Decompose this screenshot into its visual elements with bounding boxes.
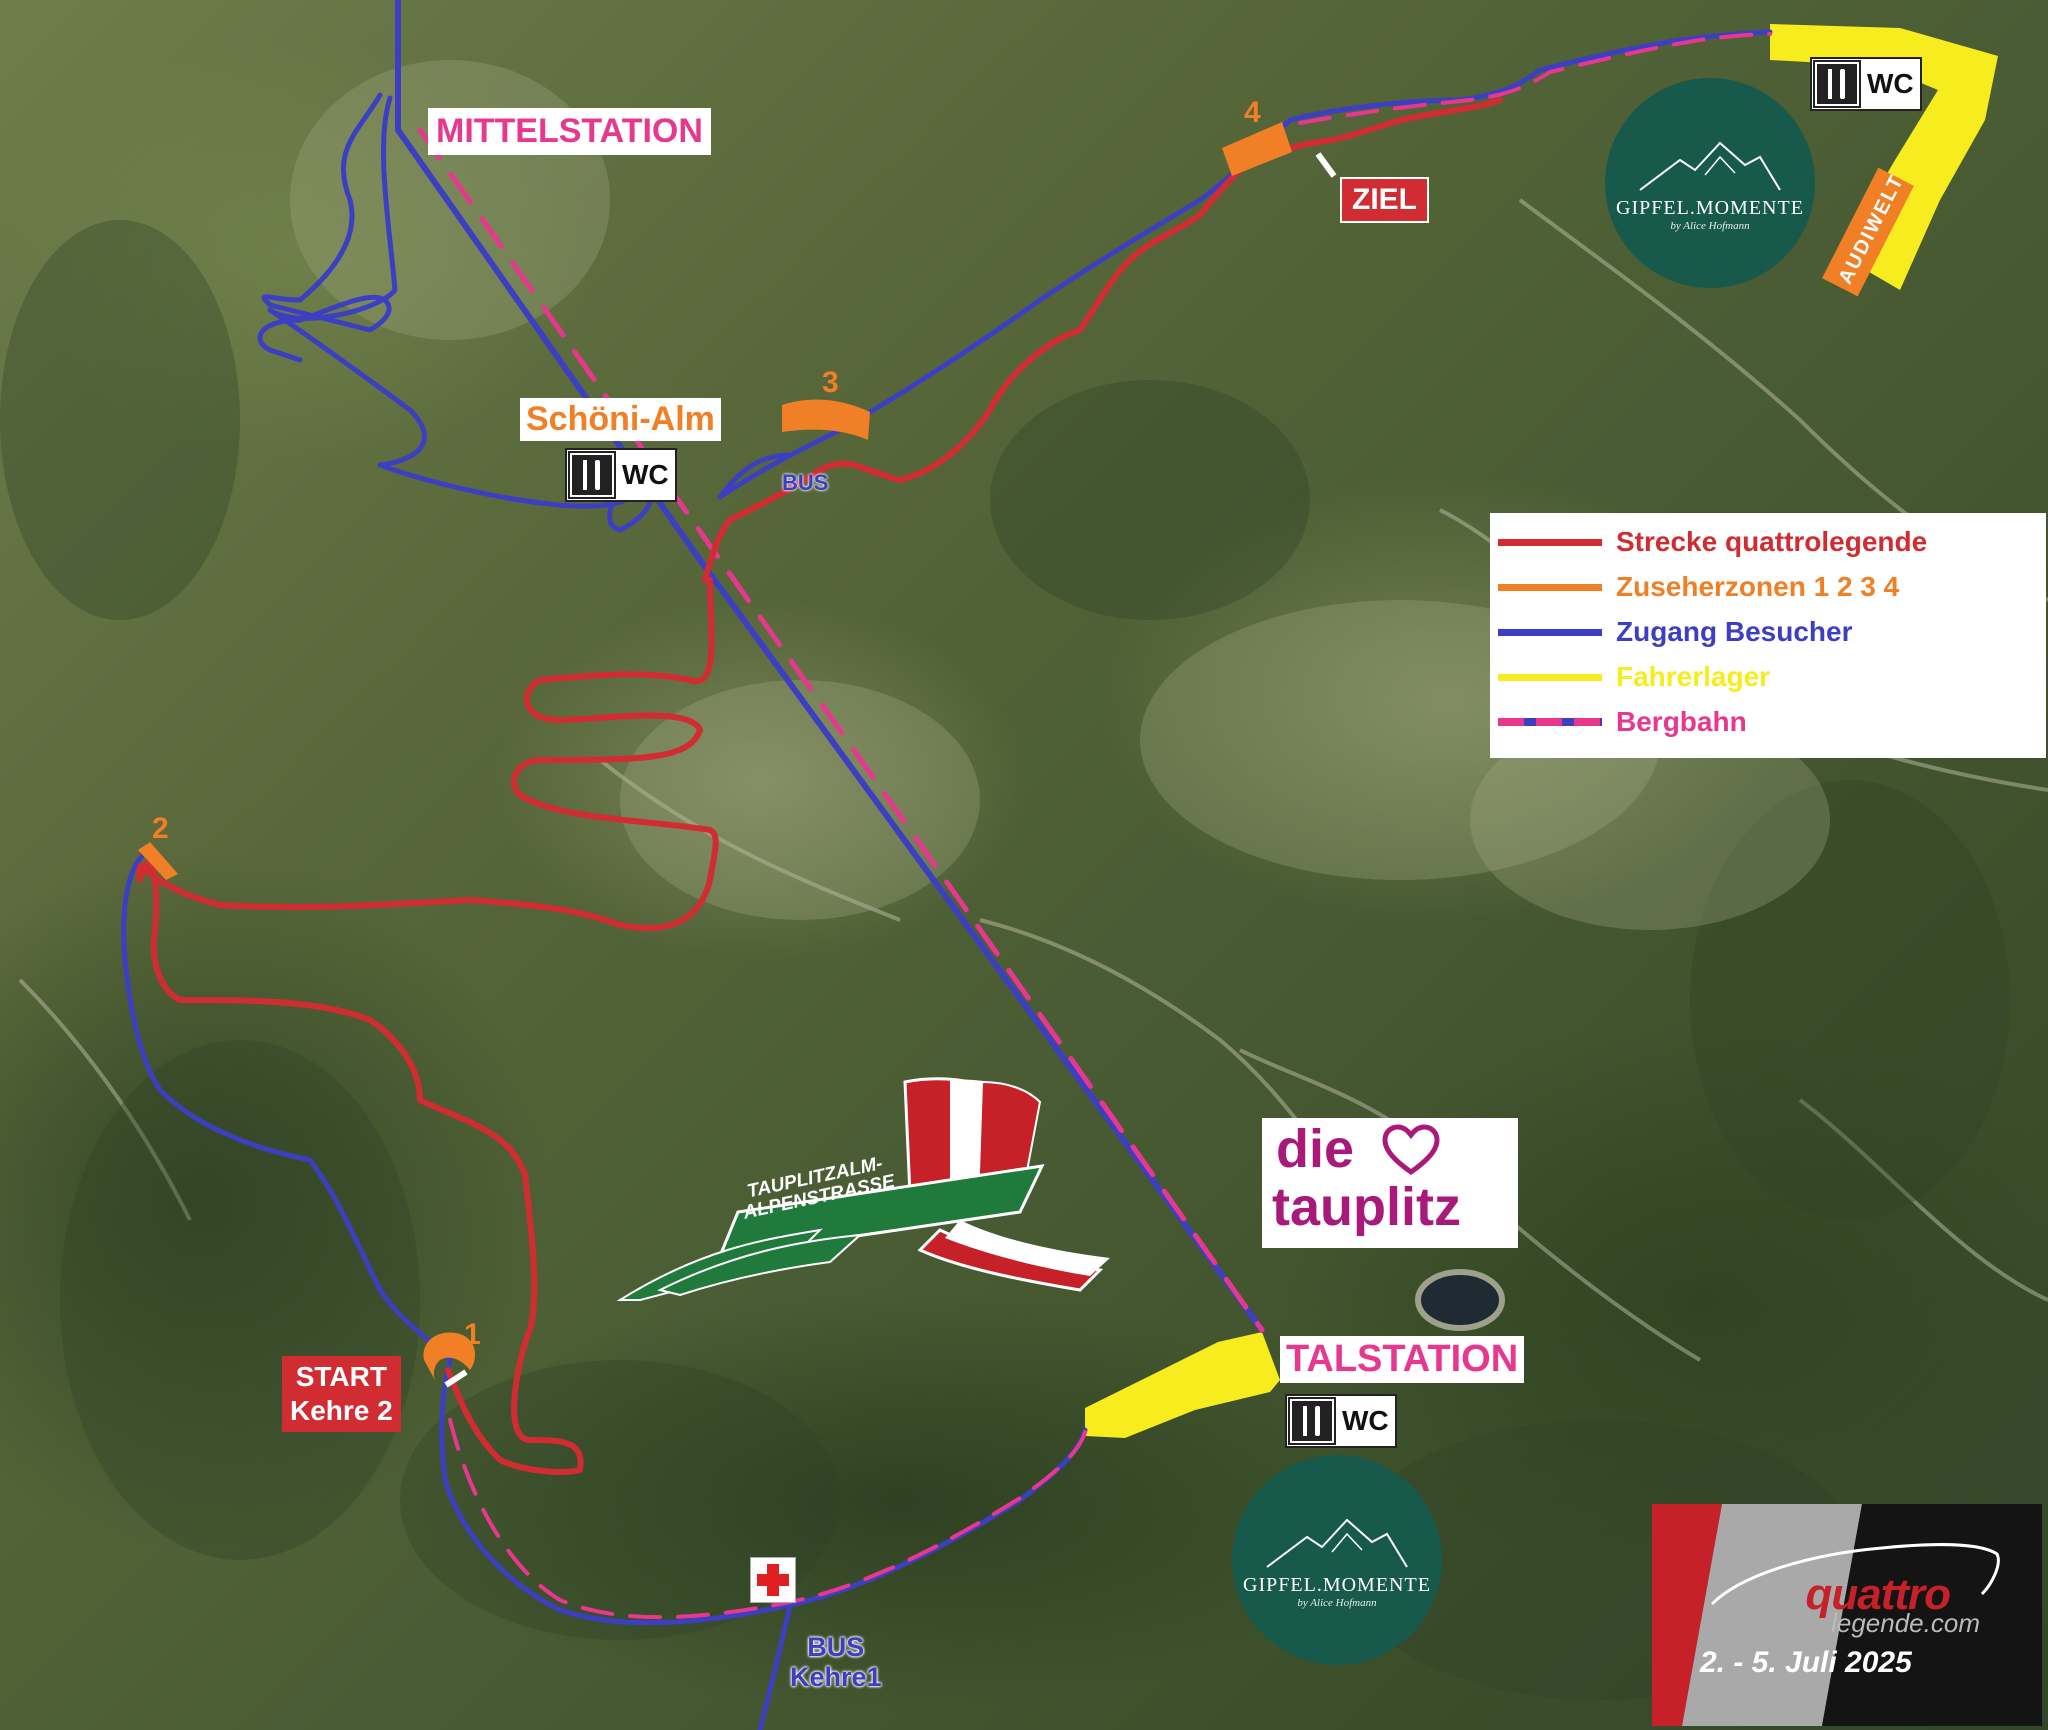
spectator-zone-4 xyxy=(1222,122,1292,176)
paddock-area-top xyxy=(1770,24,1998,290)
legend-text-spectator: Zuseherzonen 1 2 3 4 xyxy=(1616,571,1900,602)
legend-row-spectator: Zuseherzonen 1 2 3 4 xyxy=(1490,568,1899,606)
start-label-line2: Kehre 2 xyxy=(290,1395,393,1426)
race-route xyxy=(136,577,719,1475)
cablecar-dash-upper xyxy=(1298,32,1772,125)
access-path-west xyxy=(257,92,392,363)
wc-label: WC xyxy=(622,459,669,490)
audiwelt-banner xyxy=(1822,167,1914,297)
zone-number-1: 1 xyxy=(464,1318,481,1351)
legend-row-access: Zugang Besucher xyxy=(1490,613,1852,651)
wc-box-schoeni: WC xyxy=(565,448,677,502)
legend-swatch-paddock xyxy=(1498,673,1602,681)
schoeni-alm-label: Schöni-Alm xyxy=(520,398,721,441)
quattro-brand: quattro xyxy=(1805,1570,1951,1619)
wc-label: WC xyxy=(1867,68,1914,99)
access-path-west-slope xyxy=(121,847,453,1363)
red-cross-icon xyxy=(750,1557,796,1603)
access-path-bus-bottom xyxy=(757,1602,793,1730)
map-legend: Strecke quattrolegende Zuseherzonen 1 2 … xyxy=(1490,513,2046,758)
event-date: 2. - 5. Juli 2025 xyxy=(1700,1646,1912,1679)
cutlery-icon xyxy=(1815,62,1859,106)
access-path-bus-top xyxy=(717,452,793,500)
alpenstrasse-logo xyxy=(616,1077,1110,1301)
quattro-legende-badge: quattro legende.com 2. - 5. Juli 2025 xyxy=(1652,1504,2042,1726)
die-tauplitz-line2: tauplitz xyxy=(1272,1177,1461,1237)
cablecar-dash-lower xyxy=(448,1418,1087,1620)
gipfel-sub: by Alice Hofmann xyxy=(1297,1596,1377,1609)
gipfel-momente-logo-top: GIPFEL.MOMENTE by Alice Hofmann xyxy=(1605,78,1815,288)
start-marker xyxy=(444,1369,468,1388)
cablecar-dash xyxy=(417,127,1265,1333)
start-label-line1: START xyxy=(295,1361,387,1392)
cablecar-line xyxy=(395,0,1265,1333)
gipfel-name: GIPFEL.MOMENTE xyxy=(1616,196,1804,219)
die-tauplitz-logo: die tauplitz xyxy=(1262,1118,1518,1248)
wc-label: WC xyxy=(1342,1405,1389,1436)
bus-label-bottom-line2: Kehre1 xyxy=(790,1662,882,1692)
legend-row-cablecar: Bergbahn xyxy=(1490,703,1747,741)
legend-swatch-route xyxy=(1498,538,1602,546)
paddock-area-bottom xyxy=(1085,1332,1280,1438)
lake xyxy=(1415,1269,1505,1331)
legend-text-access: Zugang Besucher xyxy=(1616,616,1853,647)
ziel-label: ZIEL xyxy=(1340,177,1429,223)
legend-swatch-access xyxy=(1498,628,1602,636)
race-route-upper xyxy=(702,139,1323,583)
spectator-zone-3 xyxy=(782,399,870,440)
zone-number-3: 3 xyxy=(822,366,839,399)
legend-row-paddock: Fahrerlager xyxy=(1490,658,1770,696)
zone-number-4: 4 xyxy=(1244,96,1261,129)
talstation-label: TALSTATION xyxy=(1280,1336,1525,1383)
zone-number-2: 2 xyxy=(152,812,169,845)
mittelstation-label: MITTELSTATION xyxy=(428,108,711,155)
legend-text-paddock: Fahrerlager xyxy=(1616,661,1771,692)
bus-label-top: BUS xyxy=(782,470,829,495)
gipfel-sub: by Alice Hofmann xyxy=(1670,219,1750,232)
finish-marker xyxy=(1315,152,1337,178)
die-tauplitz-line1: die xyxy=(1276,1119,1355,1179)
legend-text-cablecar: Bergbahn xyxy=(1616,706,1747,737)
bus-label-bottom-line1: BUS xyxy=(807,1632,865,1662)
wc-box-talstation: WC xyxy=(1285,1394,1397,1448)
cutlery-icon xyxy=(1290,1399,1334,1443)
legend-swatch-cablecar xyxy=(1498,718,1602,726)
cutlery-icon xyxy=(570,453,614,497)
badge-stripes xyxy=(1652,1504,2042,1726)
quattro-sub: legende.com xyxy=(1831,1608,1980,1638)
wc-box-top: WC xyxy=(1810,57,1922,111)
start-label: START Kehre 2 xyxy=(282,1356,401,1432)
mountain-icon xyxy=(1639,141,1781,191)
spectator-zone-2 xyxy=(138,842,178,880)
legend-text-route: Strecke quattrolegende xyxy=(1616,526,1928,557)
legend-swatch-spectator xyxy=(1498,583,1602,591)
bus-label-bottom: BUS Kehre1 xyxy=(790,1632,882,1692)
spectator-zone-1 xyxy=(423,1332,476,1382)
gipfel-momente-logo-bottom: GIPFEL.MOMENTE by Alice Hofmann xyxy=(1232,1455,1442,1665)
race-route-finish xyxy=(1317,97,1503,145)
mountain-icon xyxy=(1266,1518,1408,1568)
gipfel-name: GIPFEL.MOMENTE xyxy=(1243,1573,1431,1596)
heart-icon xyxy=(1382,1124,1440,1176)
legend-row-route: Strecke quattrolegende xyxy=(1490,523,1927,561)
